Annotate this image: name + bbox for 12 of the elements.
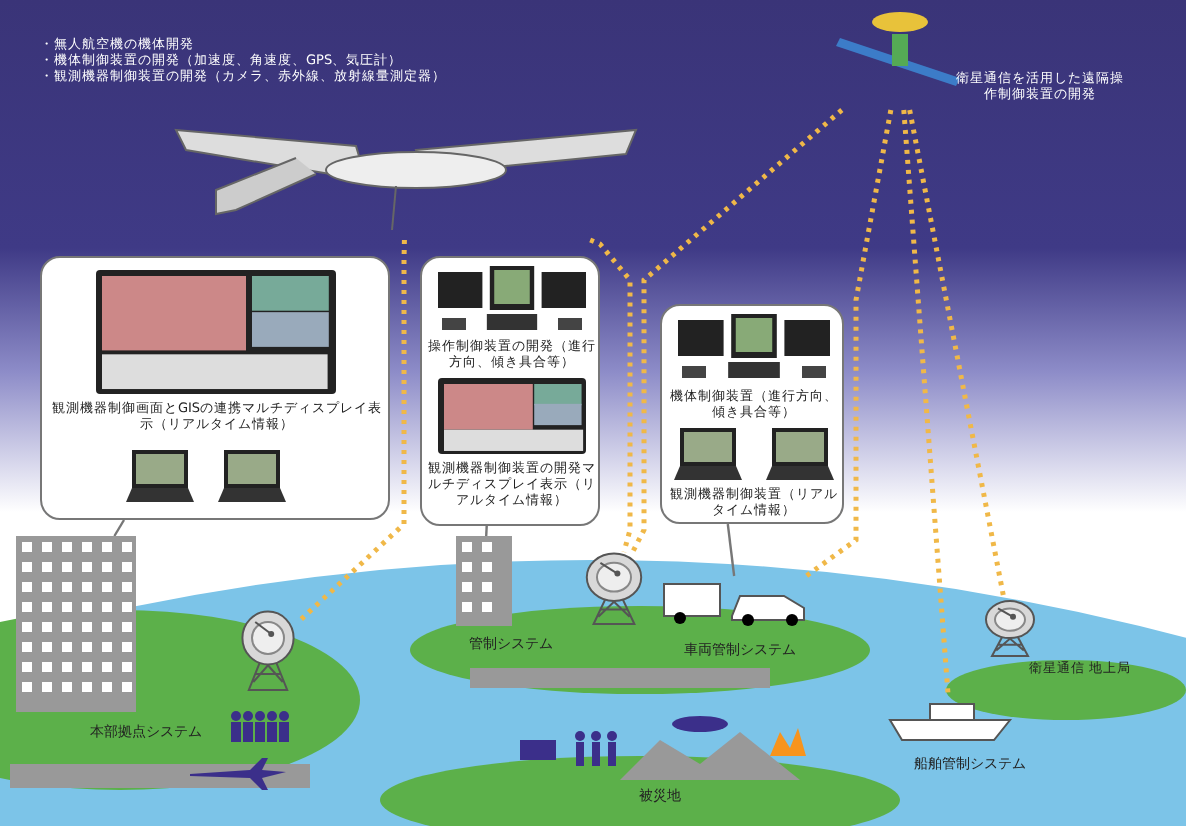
radio-link (901, 109, 951, 697)
radio-link (907, 109, 1007, 601)
callout-bubble (40, 256, 390, 520)
callout-bubble (660, 304, 844, 524)
radio-link (630, 108, 844, 554)
radio-link (589, 237, 633, 553)
callout-bubble (420, 256, 600, 526)
leader-line (113, 519, 126, 537)
leader-line (485, 525, 488, 537)
radio-link (804, 109, 894, 579)
leader-line (726, 523, 736, 577)
radio-link (298, 239, 407, 623)
